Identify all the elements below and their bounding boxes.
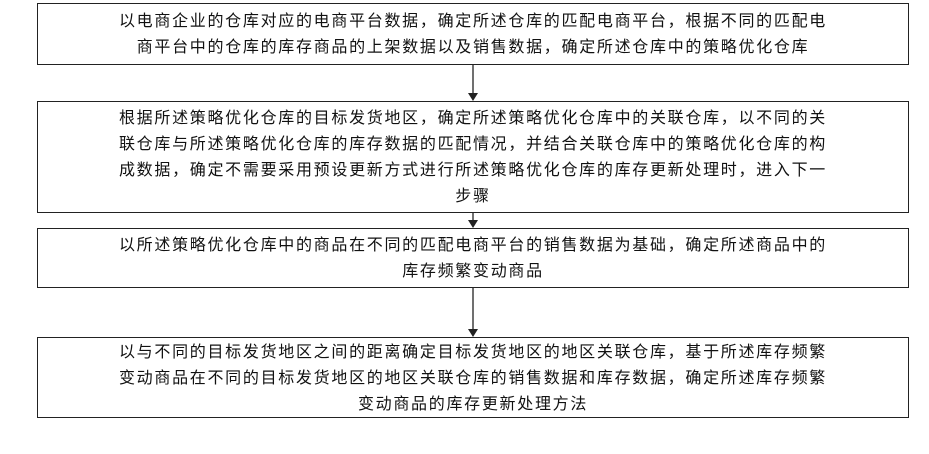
- step-text-3: 以所述策略优化仓库中的商品在不同的匹配电商平台的销售数据为基础，确定所述商品中的…: [119, 232, 827, 284]
- step-text-2: 根据所述策略优化仓库的目标发货地区，确定所述策略优化仓库中的关联仓库，以不同的关…: [119, 105, 827, 209]
- step-box-3: 以所述策略优化仓库中的商品在不同的匹配电商平台的销售数据为基础，确定所述商品中的…: [37, 228, 909, 288]
- step-box-2: 根据所述策略优化仓库的目标发货地区，确定所述策略优化仓库中的关联仓库，以不同的关…: [37, 101, 909, 213]
- arrowhead-3-4: [468, 329, 478, 337]
- step-text-4: 以与不同的目标发货地区之间的距离确定目标发货地区的地区关联仓库，基于所述库存频繁…: [119, 339, 827, 417]
- arrowhead-2-3: [468, 220, 478, 228]
- step-box-4: 以与不同的目标发货地区之间的距离确定目标发货地区的地区关联仓库，基于所述库存频繁…: [37, 337, 909, 418]
- step-text-1: 以电商企业的仓库对应的电商平台数据，确定所述仓库的匹配电商平台，根据不同的匹配电…: [119, 8, 827, 60]
- step-box-1: 以电商企业的仓库对应的电商平台数据，确定所述仓库的匹配电商平台，根据不同的匹配电…: [37, 3, 909, 65]
- arrowhead-1-2: [468, 93, 478, 101]
